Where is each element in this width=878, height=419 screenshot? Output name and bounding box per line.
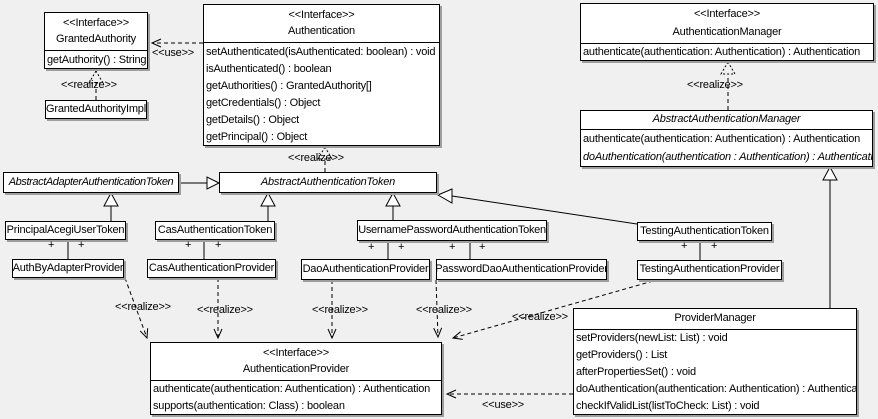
class-name: CasAuthenticationToken xyxy=(157,223,273,236)
class-name: CasAuthenticationProvider xyxy=(148,261,275,274)
method-row: getProviders() : List xyxy=(576,349,668,362)
class-name: PasswordDaoAuthenticationProvider xyxy=(436,262,607,275)
method-row: authenticate(authentication: Authenticat… xyxy=(153,383,431,396)
multiplicity-plus: + xyxy=(78,239,85,251)
class-testing-authentication-token[interactable]: TestingAuthenticationToken xyxy=(637,222,772,241)
class-abstract-authentication-token[interactable]: AbstractAuthenticationToken xyxy=(219,172,437,193)
multiplicity-plus: + xyxy=(398,241,405,253)
multiplicity-plus: + xyxy=(449,241,456,253)
class-authentication[interactable]: <<Interface>> Authentication setAuthenti… xyxy=(203,4,440,146)
class-name: PrincipalAcegiUserToken xyxy=(6,223,125,236)
class-name: TestingAuthenticationProvider xyxy=(639,263,780,276)
method-row: getPrincipal() : Object xyxy=(206,130,308,143)
method-row: checkIfValidList(listToCheck: List) : vo… xyxy=(576,399,760,412)
method-row: authenticate(authentication: Authenticat… xyxy=(583,133,861,145)
class-name: TestingAuthenticationToken xyxy=(640,224,769,237)
multiplicity-plus: + xyxy=(368,241,375,253)
stereotype-label: <<Interface>> xyxy=(288,8,355,21)
multiplicity-plus: + xyxy=(479,241,486,253)
method-row: getAuthority() : String xyxy=(47,53,147,66)
class-name: AbstractAuthenticationToken xyxy=(260,175,396,188)
multiplicity-plus: + xyxy=(711,240,718,252)
stereotype-label: <<Interface>> xyxy=(63,16,129,29)
class-name: UsernamePasswordAuthenticationToken xyxy=(358,223,546,236)
class-cas-authentication-provider[interactable]: CasAuthenticationProvider xyxy=(147,259,276,278)
class-provider-manager[interactable]: ProviderManager setProviders(newList: Li… xyxy=(573,308,857,415)
use-label: <<use>> xyxy=(482,399,525,411)
multiplicity-plus: + xyxy=(681,240,688,252)
class-testing-authentication-provider[interactable]: TestingAuthenticationProvider xyxy=(637,260,782,280)
class-authentication-provider[interactable]: <<Interface>> AuthenticationProvider aut… xyxy=(150,342,442,415)
class-name: AbstractAuthenticationManager xyxy=(652,113,801,126)
use-label: <<use>> xyxy=(152,47,195,59)
method-row: authenticate(authentication: Authenticat… xyxy=(583,46,861,58)
class-name: ProviderManager xyxy=(674,312,756,325)
class-abstract-authentication-manager[interactable]: AbstractAuthenticationManager authentica… xyxy=(580,110,873,167)
class-authentication-manager[interactable]: <<Interface>> AuthenticationManager auth… xyxy=(580,3,874,61)
class-name: AuthByAdapterProvider xyxy=(12,261,124,274)
method-row: isAuthenticated() : boolean xyxy=(206,62,332,75)
multiplicity-plus: + xyxy=(185,239,192,251)
multiplicity-plus: + xyxy=(215,239,222,251)
class-granted-authority[interactable]: <<Interface>> GrantedAuthority getAuthor… xyxy=(44,12,148,69)
method-row: supports(authentication: Class) : boolea… xyxy=(153,399,345,412)
method-row: afterPropertiesSet() : void xyxy=(576,365,696,378)
class-username-password-authentication-token[interactable]: UsernamePasswordAuthenticationToken xyxy=(357,220,547,241)
multiplicity-plus: + xyxy=(48,239,55,251)
class-name: AbstractAdapterAuthenticationToken xyxy=(8,175,174,188)
class-auth-by-adapter-provider[interactable]: AuthByAdapterProvider xyxy=(12,259,124,278)
realize-label: <<realize>> xyxy=(115,301,171,313)
method-row: doAuthentication(authentication: Authent… xyxy=(576,382,857,395)
method-row: getDetails() : Object xyxy=(206,113,300,126)
method-row: getCredentials() : Object xyxy=(206,96,321,109)
realize-label: <<realize>> xyxy=(416,304,472,316)
class-name: Authentication xyxy=(288,25,355,38)
class-dao-authentication-provider[interactable]: DaoAuthenticationProvider xyxy=(301,259,430,280)
stereotype-label: <<Interface>> xyxy=(263,346,329,359)
class-name: GrantedAuthorityImpl xyxy=(46,102,146,115)
method-row: setProviders(newList: List) : void xyxy=(576,332,728,345)
association-lines xyxy=(67,240,701,260)
realize-label: <<realize>> xyxy=(687,79,743,91)
class-principal-acegi-user-token[interactable]: PrincipalAcegiUserToken xyxy=(5,221,126,240)
method-row: doAuthentication(authentication : Authen… xyxy=(583,151,873,163)
class-abstract-adapter-authentication-token[interactable]: AbstractAdapterAuthenticationToken xyxy=(3,172,179,193)
stereotype-label: <<Interface>> xyxy=(694,8,760,21)
class-cas-authentication-token[interactable]: CasAuthenticationToken xyxy=(155,221,275,240)
class-name: DaoAuthenticationProvider xyxy=(302,262,429,275)
realize-label: <<realize>> xyxy=(61,79,117,91)
method-row: setAuthenticated(isAuthenticated: boolea… xyxy=(206,45,436,58)
realize-label: <<realize>> xyxy=(512,311,568,323)
realize-label: <<realize>> xyxy=(197,304,253,316)
realize-label: <<realize>> xyxy=(288,152,344,164)
class-name: GrantedAuthority xyxy=(56,33,136,46)
class-granted-authority-impl[interactable]: GrantedAuthorityImpl xyxy=(45,100,147,119)
realize-label: <<realize>> xyxy=(312,304,368,316)
class-name: AuthenticationProvider xyxy=(242,363,350,376)
class-name: AuthenticationManager xyxy=(672,25,782,38)
method-row: getAuthorities() : GrantedAuthority[] xyxy=(206,79,372,92)
class-password-dao-authentication-provider[interactable]: PasswordDaoAuthenticationProvider xyxy=(436,259,607,280)
